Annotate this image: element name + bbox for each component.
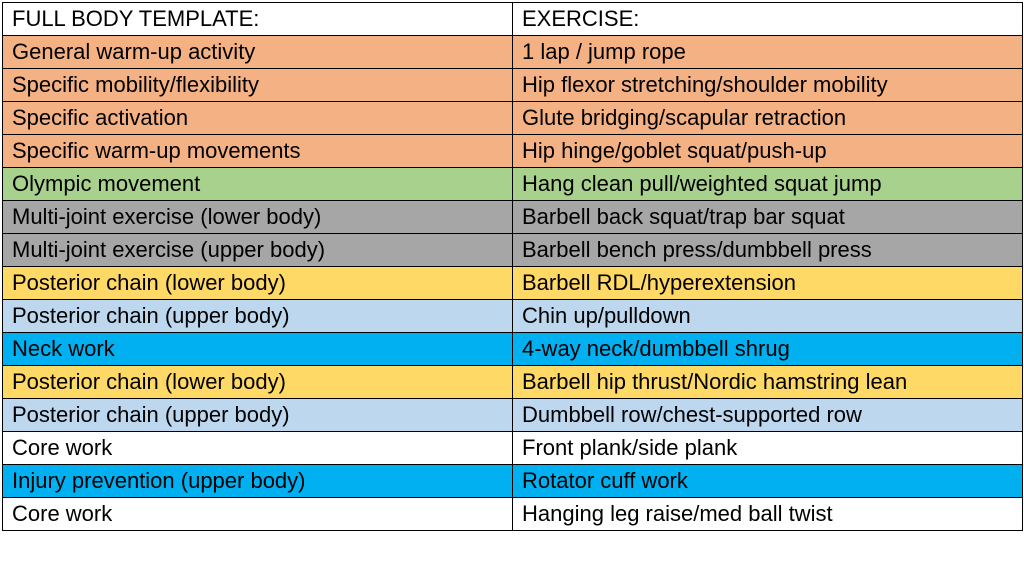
- template-cell: General warm-up activity: [2, 35, 513, 69]
- exercise-cell: Hanging leg raise/med ball twist: [512, 497, 1023, 531]
- exercise-cell: Hip hinge/goblet squat/push-up: [512, 134, 1023, 168]
- template-cell: Injury prevention (upper body): [2, 464, 513, 498]
- exercise-cell: Barbell RDL/hyperextension: [512, 266, 1023, 300]
- header-template: FULL BODY TEMPLATE:: [2, 2, 513, 36]
- template-cell: Specific mobility/flexibility: [2, 68, 513, 102]
- exercise-cell: Barbell back squat/trap bar squat: [512, 200, 1023, 234]
- exercise-cell: 1 lap / jump rope: [512, 35, 1023, 69]
- template-cell: Posterior chain (upper body): [2, 299, 513, 333]
- template-cell: Multi-joint exercise (upper body): [2, 233, 513, 267]
- table-body: FULL BODY TEMPLATE: EXERCISE: General wa…: [2, 2, 1023, 531]
- exercise-cell: Front plank/side plank: [512, 431, 1023, 465]
- exercise-cell: Hang clean pull/weighted squat jump: [512, 167, 1023, 201]
- template-cell: Posterior chain (upper body): [2, 398, 513, 432]
- exercise-cell: Barbell hip thrust/Nordic hamstring lean: [512, 365, 1023, 399]
- template-cell: Core work: [2, 497, 513, 531]
- exercise-cell: Barbell bench press/dumbbell press: [512, 233, 1023, 267]
- exercise-cell: Hip flexor stretching/shoulder mobility: [512, 68, 1023, 102]
- header-row: FULL BODY TEMPLATE: EXERCISE:: [2, 2, 1023, 36]
- full-body-template-table: FULL BODY TEMPLATE: EXERCISE: General wa…: [2, 2, 1023, 531]
- table-row: Posterior chain (lower body)Barbell RDL/…: [2, 266, 1023, 300]
- template-cell: Posterior chain (lower body): [2, 365, 513, 399]
- exercise-cell: Dumbbell row/chest-supported row: [512, 398, 1023, 432]
- table-row: Multi-joint exercise (upper body)Barbell…: [2, 233, 1023, 267]
- table-row: Injury prevention (upper body)Rotator cu…: [2, 464, 1023, 498]
- template-cell: Multi-joint exercise (lower body): [2, 200, 513, 234]
- table-row: Posterior chain (lower body)Barbell hip …: [2, 365, 1023, 399]
- template-cell: Specific activation: [2, 101, 513, 135]
- template-cell: Specific warm-up movements: [2, 134, 513, 168]
- exercise-cell: Glute bridging/scapular retraction: [512, 101, 1023, 135]
- exercise-cell: Chin up/pulldown: [512, 299, 1023, 333]
- exercise-cell: Rotator cuff work: [512, 464, 1023, 498]
- template-cell: Posterior chain (lower body): [2, 266, 513, 300]
- template-cell: Olympic movement: [2, 167, 513, 201]
- table-row: Posterior chain (upper body)Chin up/pull…: [2, 299, 1023, 333]
- exercise-cell: 4-way neck/dumbbell shrug: [512, 332, 1023, 366]
- template-cell: Core work: [2, 431, 513, 465]
- table-row: Posterior chain (upper body)Dumbbell row…: [2, 398, 1023, 432]
- table-row: Multi-joint exercise (lower body)Barbell…: [2, 200, 1023, 234]
- template-cell: Neck work: [2, 332, 513, 366]
- header-exercise: EXERCISE:: [512, 2, 1023, 36]
